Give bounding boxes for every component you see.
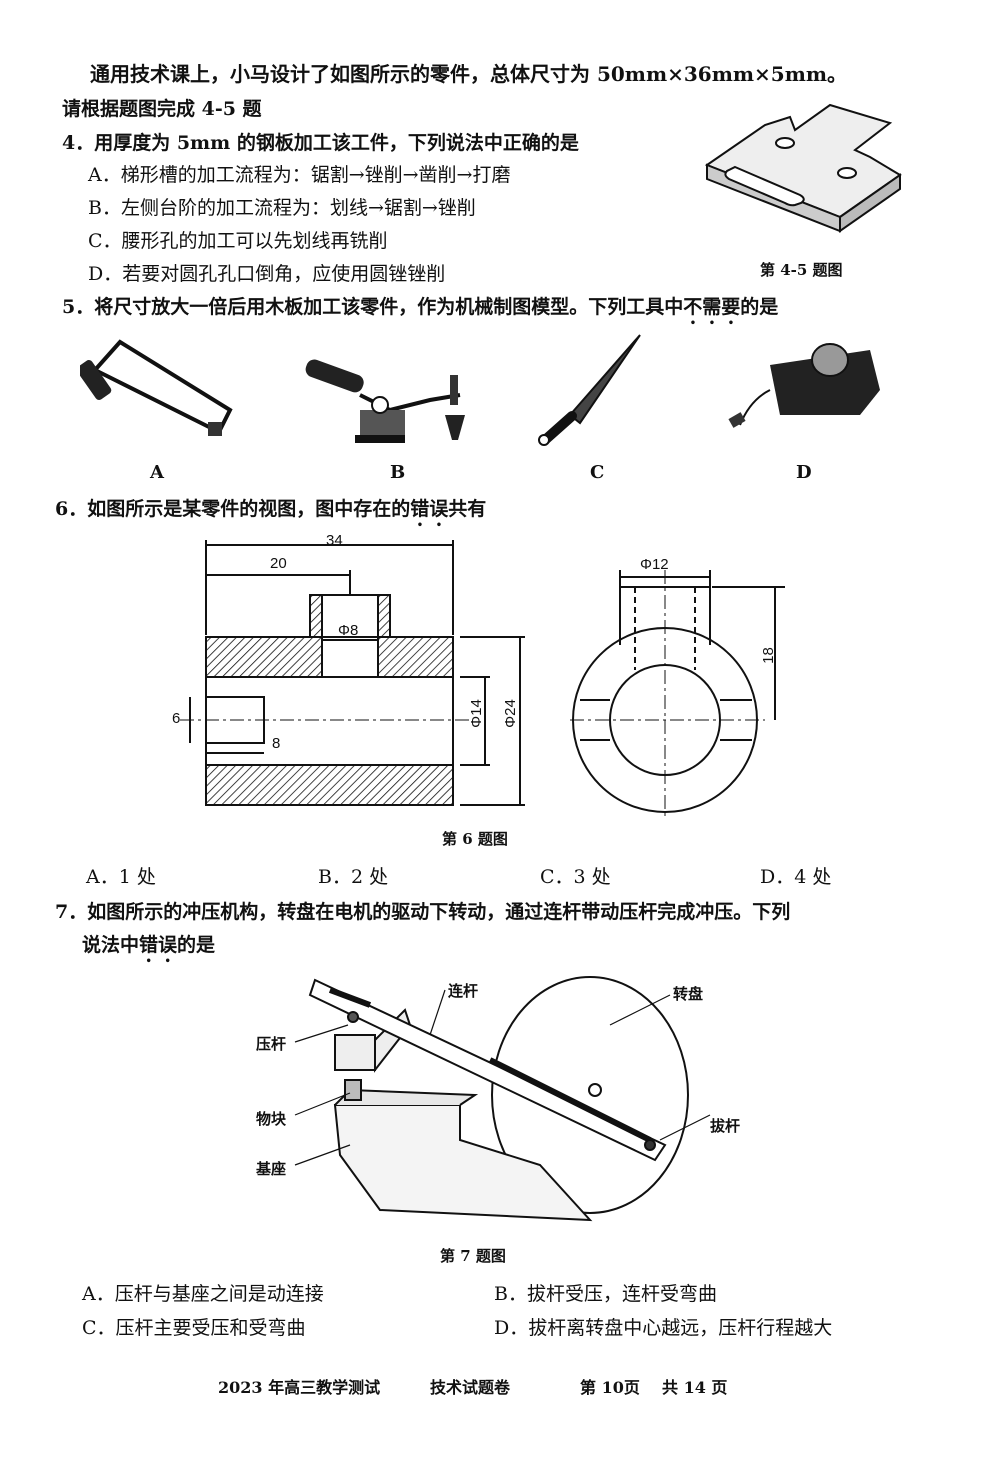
file-tool-icon: [538, 334, 641, 446]
q6-side-view: [570, 570, 785, 820]
q7-stem-line1: 7．如图所示的冲压机构，转盘在电机的驱动下转动，通过连杆带动压杆完成冲压。下列: [55, 901, 791, 923]
tool-label-c: C: [590, 462, 605, 483]
q4-option-d: D．若要对圆孔孔口倒角，应使用圆锉锉削: [88, 263, 446, 285]
dim-side-dia: Φ12: [640, 556, 669, 573]
footer-exam: 2023 年高三教学测试: [218, 1378, 381, 1397]
dim-offset: 20: [270, 555, 287, 572]
q7-option-b: B．拔杆受压，连杆受弯曲: [494, 1283, 717, 1305]
q6-figure-caption: 第 6 题图: [442, 830, 508, 848]
intro-line2: 请根据题图完成 4-5 题: [62, 98, 262, 120]
label-pin: 拔杆: [710, 1117, 741, 1135]
label-turntable: 转盘: [673, 985, 704, 1003]
tool-label-d: D: [796, 462, 812, 483]
q4-stem: 4．用厚度为 5mm 的钢板加工该工件，下列说法中正确的是: [62, 132, 579, 154]
q4-figure-caption: 第 4-5 题图: [760, 261, 843, 279]
footer-paper: 技术试题卷: [430, 1378, 511, 1397]
footer-total: 共 14 页: [662, 1378, 728, 1397]
intro-line1: 通用技术课上，小马设计了如图所示的零件，总体尺寸为 50mm×36mm×5mm。: [90, 62, 848, 86]
q6-option-b: B．2 处: [318, 866, 389, 888]
tool-label-a: A: [150, 462, 164, 483]
q6-option-d: D．4 处: [760, 866, 832, 888]
q6-stem: 6．如图所示是某零件的视图，图中存在的错误共有: [55, 498, 487, 520]
label-connecting-rod: 连杆: [448, 982, 479, 1000]
label-base: 基座: [256, 1160, 287, 1178]
q6-option-a: A．1 处: [86, 866, 156, 888]
dim-outer-dia: Φ24: [501, 699, 519, 728]
dim-hole-dia: Φ8: [338, 622, 359, 639]
q7-option-c: C．压杆主要受压和受弯曲: [82, 1317, 306, 1339]
label-press-rod: 压杆: [256, 1035, 287, 1053]
part-3d-figure: [704, 103, 902, 233]
q4-option-c: C．腰形孔的加工可以先划线再铣削: [88, 230, 388, 252]
tool-label-b: B: [390, 462, 406, 483]
q7-option-d: D．拔杆离转盘中心越远，压杆行程越大: [494, 1317, 833, 1339]
q7-option-a: A．压杆与基座之间是动连接: [82, 1283, 324, 1305]
q7-stem-line2: 说法中错误的是: [82, 934, 216, 956]
q6-front-view: [180, 540, 525, 806]
dim-bore-depth: 8: [272, 735, 281, 752]
q5-stem: 5．将尺寸放大一倍后用木板加工该零件，作为机械制图模型。下列工具中不需要的是: [62, 296, 779, 318]
q6-option-c: C．3 处: [540, 866, 611, 888]
glue-machine-icon: [728, 343, 880, 428]
dim-bore-height: 6: [172, 710, 181, 727]
punch-tool-icon: [305, 359, 465, 443]
q4-option-b: B．左侧台阶的加工流程为：划线→锯割→锉削: [88, 197, 476, 219]
q7-figure-caption: 第 7 题图: [440, 1247, 506, 1265]
dim-inner-dia: Φ14: [467, 699, 485, 728]
press-mechanism-figure: [294, 976, 711, 1222]
label-block: 物块: [256, 1110, 287, 1128]
dim-overall-width: 34: [326, 532, 343, 549]
dim-side-height: 18: [759, 647, 777, 664]
hacksaw-icon: [80, 339, 233, 436]
footer-page: 第 10页: [580, 1378, 640, 1397]
q4-option-a: A．梯形槽的加工流程为：锯割→锉削→凿削→打磨: [88, 164, 511, 186]
